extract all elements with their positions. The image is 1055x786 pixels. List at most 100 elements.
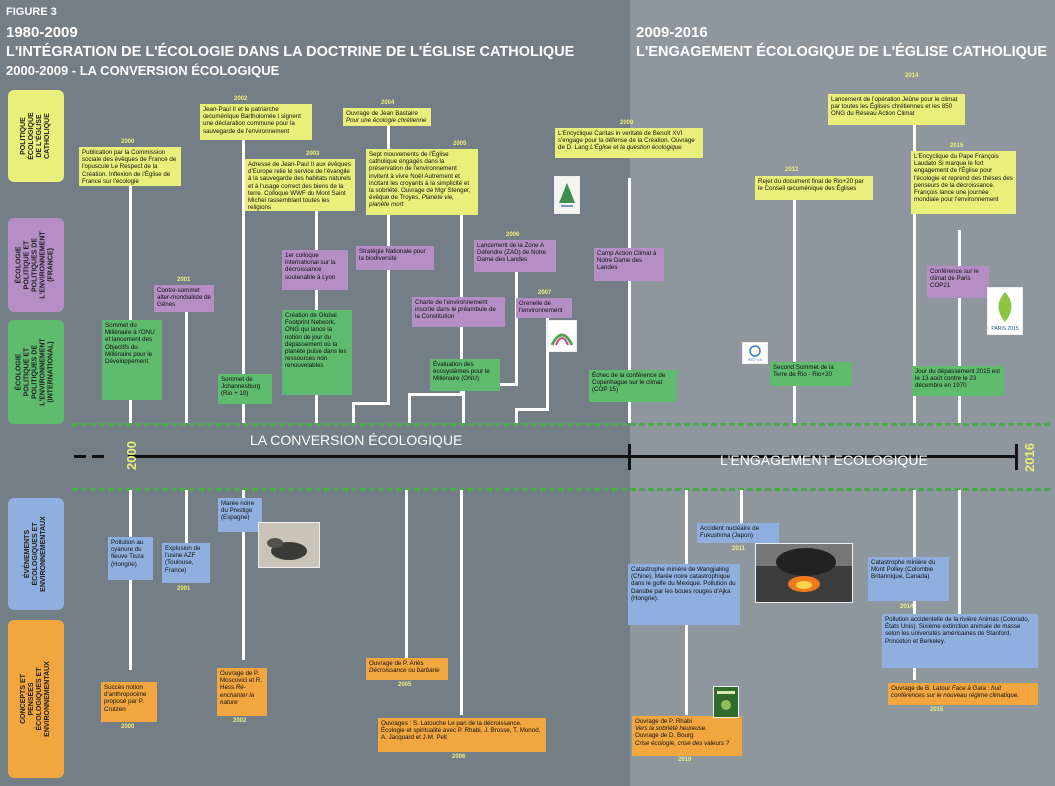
intl-box-copenhague: Échec de la conférence de Copenhague sur… <box>589 370 677 402</box>
event-tisza: Pollution au cyanure du fleuve Tisza (Ho… <box>108 537 153 580</box>
year-label: 2014 <box>905 73 919 79</box>
concept-anthropocene: Succès notion d'anthropocène proposé par… <box>101 682 157 722</box>
book-title: Ré-enchanter la nature <box>220 684 255 706</box>
connector <box>515 255 518 385</box>
year-label: 2006 <box>452 754 466 760</box>
concept-text: Ouvrage de P. Moscovici et R. Hess <box>220 670 262 692</box>
event-text: Sept mouvements de l'Église catholique e… <box>369 151 471 202</box>
concept-text: Ouvrage de D. Bourg <box>635 732 694 740</box>
france-box-charte: Charte de l'environnement inscrite dans … <box>412 297 505 327</box>
year-label: 2015 <box>950 143 964 149</box>
phase-1-label: LA CONVERSION ÉCOLOGIQUE <box>250 432 463 448</box>
event-box-2003-church: Adresse de Jean-Paul II aux évêques d'Eu… <box>245 159 355 211</box>
event-azf: Explosion de l'usine AZF (Toulouse, Fran… <box>162 543 210 583</box>
year-label: 2015 <box>930 707 944 713</box>
concept-rhabi-bourg: Ouvrage de P. Rhabi Vers la sobriété heu… <box>632 716 742 756</box>
connector <box>129 490 132 670</box>
timeline-end-year: 2016 <box>1022 443 1037 472</box>
year-label: 2003 <box>306 151 320 157</box>
book-title: Vers la sobriété heureuse. <box>635 725 707 733</box>
connector <box>242 140 245 423</box>
phase-2-label: L'ENGAGEMENT ECOLOGIQUE <box>720 452 928 468</box>
figure-label: FIGURE 3 <box>6 6 57 18</box>
event-prestige: Marée noire du Prestige (Espagne) <box>218 498 262 532</box>
connector <box>185 296 188 423</box>
connector <box>546 316 549 410</box>
concept-aries: Ouvrage de P. Ariès Décroissance ou barb… <box>366 658 448 680</box>
event-box-2000-church: Publication par la Commission sociale de… <box>79 147 181 186</box>
event-box-2005-church: Sept mouvements de l'Église catholique e… <box>366 149 478 215</box>
intl-box-johannesburg: Sommet de Johannesburg (Rio + 10) <box>218 374 272 404</box>
book-cover-image <box>713 686 739 718</box>
connector <box>460 490 463 715</box>
intl-box-ecosystemes: Évaluation des écosystèmes pour le Millé… <box>430 359 500 391</box>
connector <box>958 490 961 620</box>
france-box-2001: Contre-sommet alter-mondialiste de Gênes <box>154 285 214 312</box>
france-box-cop21: Conférence sur le climat de Paris COP21 <box>927 266 989 298</box>
connector <box>958 230 961 423</box>
intl-box-rio20: Second Sommet de la Terre de Rio - Rio+2… <box>770 362 852 386</box>
timeline-upper-line <box>72 423 1050 426</box>
year-label: 2001 <box>177 586 191 592</box>
timeline-lower-line <box>72 488 1050 491</box>
right-title: L'ENGAGEMENT ÉCOLOGIQUE DE L'ÉGLISE CATH… <box>636 44 1048 60</box>
connector <box>185 490 188 550</box>
fukushima-photo <box>755 543 853 603</box>
concept-latour: Ouvrage de B. Latour Face à Gaïa : huit … <box>888 683 1038 705</box>
year-label: 2001 <box>177 277 191 283</box>
concept-moscovici: Ouvrage de P. Moscovici et R. Hess Ré-en… <box>217 668 267 716</box>
event-box-2004-church: Ouvrage de Jean Bastaire Pour une écolog… <box>343 108 431 126</box>
connector <box>352 402 390 405</box>
encyclical-cover-image <box>554 176 580 214</box>
event-animas: Pollution accidentelle de la rivière Ani… <box>882 614 1038 668</box>
year-label: 2005 <box>453 141 467 147</box>
concept-text: Ouvrage de P. Rhabi <box>635 718 692 725</box>
year-label: 2007 <box>538 290 552 296</box>
connector <box>129 178 132 423</box>
rio20-logo-text: RIO+20 <box>748 357 763 362</box>
event-text: L'Encyclique Caritas in veritate de Beno… <box>558 130 695 152</box>
left-subtitle: 2000-2009 - LA CONVERSION ÉCOLOGIQUE <box>6 63 280 78</box>
connector <box>352 402 355 423</box>
year-label: 2009 <box>620 120 634 126</box>
france-box-zad: Lancement de la Zone A Défendre (ZAD) de… <box>474 240 556 272</box>
year-label: 2002 <box>233 718 247 724</box>
intl-box-global-footprint: Création de Global Footprint Network, ON… <box>282 310 352 395</box>
rio20-logo: RIO+20 <box>742 342 768 364</box>
prestige-oil-spill-photo <box>258 522 320 568</box>
grenelle-logo <box>547 320 577 352</box>
event-wangjialing: Catastrophe minière de Wangjialing (Chin… <box>628 564 740 625</box>
year-label: 2006 <box>506 232 520 238</box>
year-label: 2011 <box>732 546 746 552</box>
year-label: 2000 <box>121 724 135 730</box>
timeline-axis <box>128 455 1018 458</box>
event-box-2009-church: L'Encyclique Caritas in veritate de Beno… <box>555 128 703 158</box>
book-title: Planète vie, planète mort <box>369 194 454 209</box>
event-mont-polley: Catastrophe minière du Mont Polley (Colo… <box>868 557 949 601</box>
timeline-divider <box>628 444 631 470</box>
event-box-2014-church: Lancement de l'opération Jeûne pour le c… <box>828 94 965 125</box>
intl-box-millenaire: Sommet du Millénaire à l'ONU et lancemen… <box>102 320 162 400</box>
year-label: 2004 <box>381 100 395 106</box>
connector <box>628 178 631 423</box>
event-text: Ouvrage de Jean Bastaire <box>346 110 418 117</box>
connector <box>405 490 408 658</box>
intl-box-jour-depassement: Jour du dépassement 2015 est le 13 août … <box>912 366 1004 396</box>
year-label: 2010 <box>678 757 692 763</box>
event-box-2015-church: L'Encyclique du Pape François Laudato Si… <box>911 151 1016 214</box>
category-church-policy: Politique écologique de l'Église catholi… <box>8 90 64 182</box>
france-box-grenelle: Grenelle de l'environnement <box>516 298 572 318</box>
connector <box>462 383 465 423</box>
book-title: Crise écologie, crise des valeurs ? <box>635 739 730 747</box>
category-events: Événements écologiques et environnementa… <box>8 498 64 610</box>
cop21-logo: PARIS 2015 <box>987 287 1023 335</box>
concept-latouche: Ouvrages : S. Latouche Le pari de la déc… <box>378 718 546 752</box>
timeline-end <box>1015 444 1018 470</box>
year-label: 2000 <box>121 139 135 145</box>
right-years: 2009-2016 <box>636 24 708 41</box>
event-box-2012-church: Rejet du document final de Rio+20 par le… <box>755 176 873 200</box>
connector <box>242 490 245 660</box>
connector <box>913 125 916 423</box>
left-years: 1980-2009 <box>6 24 78 41</box>
connector <box>408 393 463 396</box>
